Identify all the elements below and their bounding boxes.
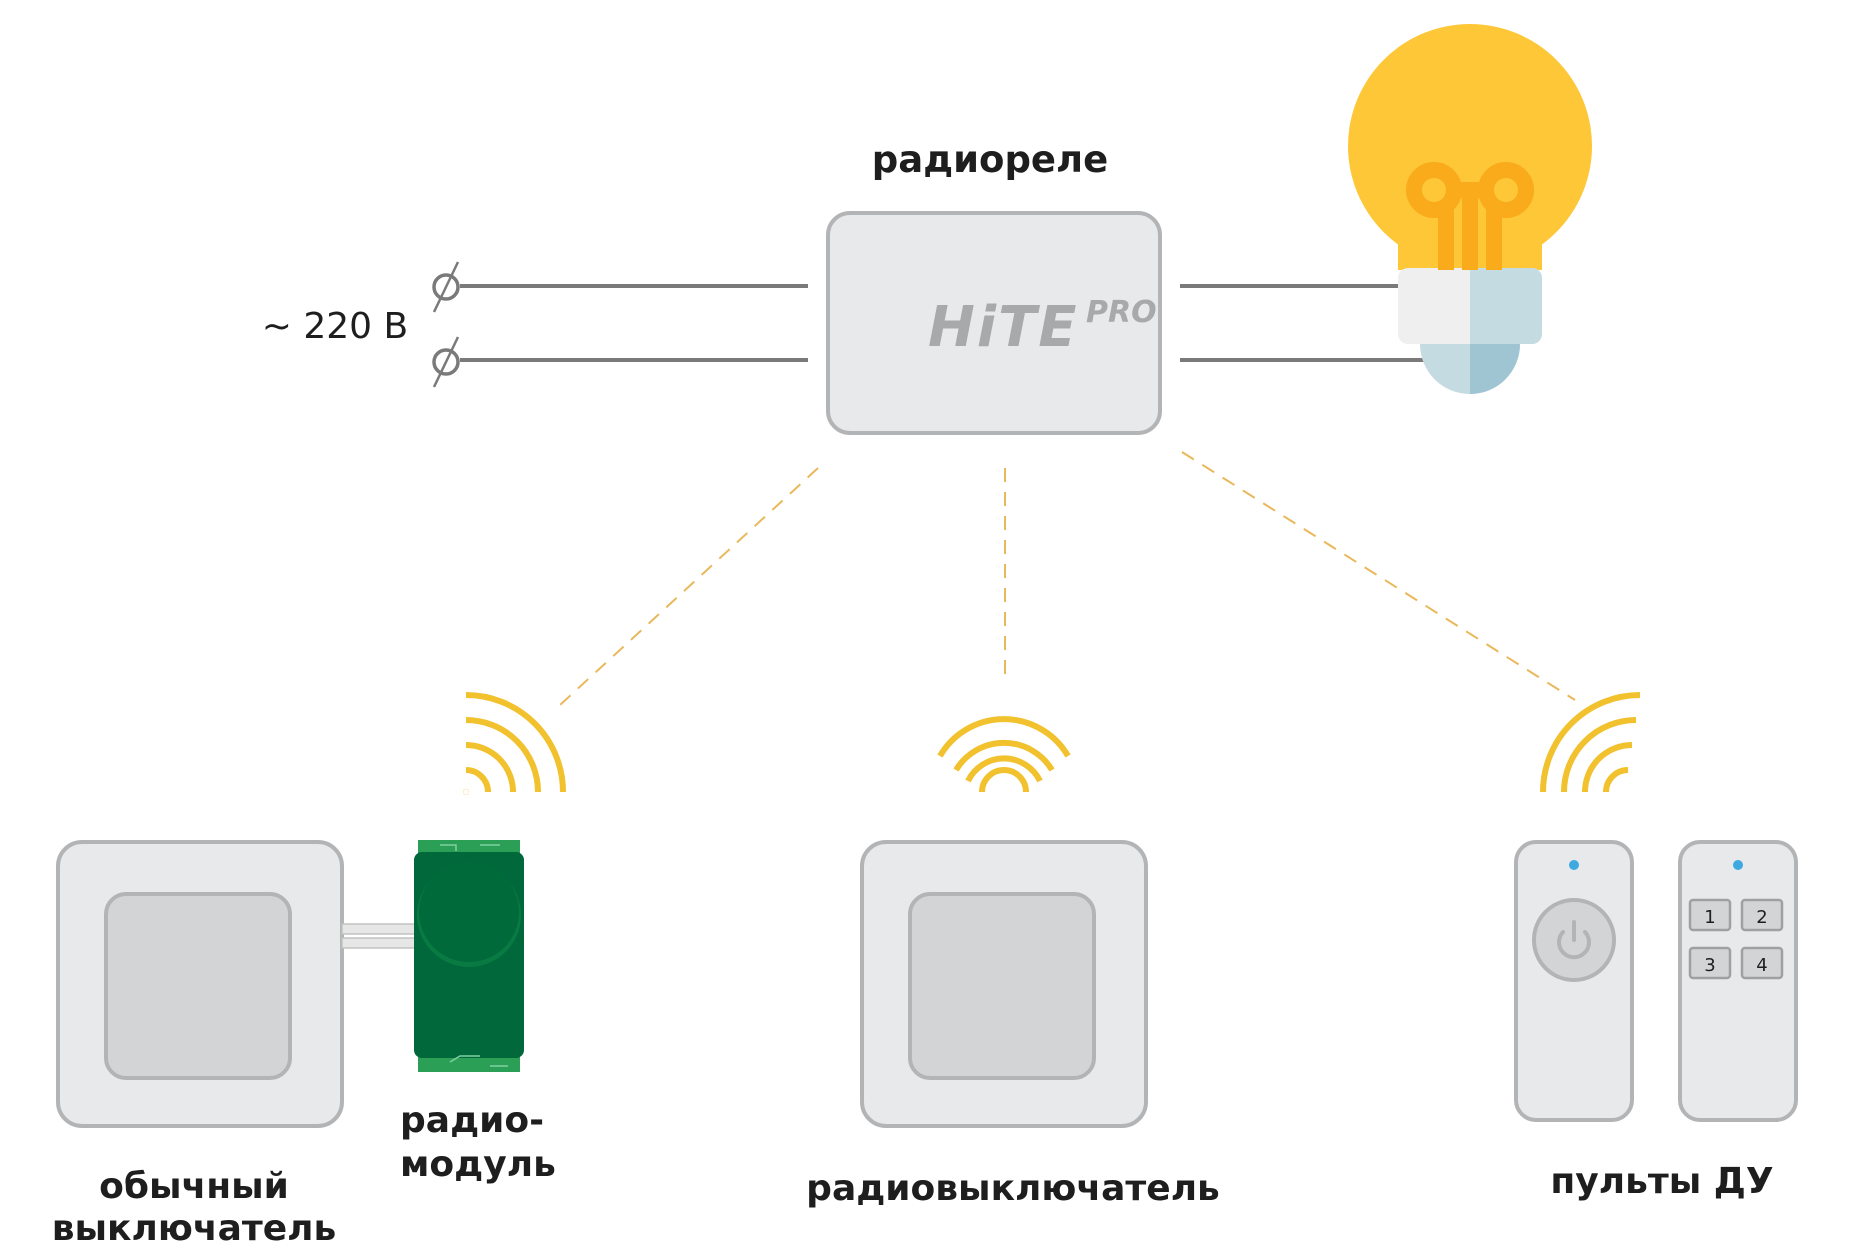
wireless-signal-icon bbox=[937, 716, 1071, 793]
remote-control-four-button: 1 2 3 4 bbox=[1678, 840, 1798, 1122]
power-icon bbox=[1557, 920, 1591, 960]
wireless-links bbox=[559, 451, 1576, 706]
remotes-label: пульты ДУ bbox=[1550, 1161, 1773, 1202]
remote-button-3: 3 bbox=[1704, 955, 1715, 976]
radio-switch-label: радиовыключатель bbox=[806, 1168, 1220, 1209]
terminal-icon bbox=[432, 336, 460, 388]
remote-button-1: 1 bbox=[1704, 907, 1715, 928]
radio-module-label-line1: радио- bbox=[400, 1100, 544, 1141]
remote-button-2: 2 bbox=[1756, 907, 1767, 928]
radio-relay: HiTE PRO bbox=[826, 211, 1162, 435]
relay-brand-logo: HiTE bbox=[928, 295, 1079, 360]
relay-title: радиореле bbox=[872, 138, 1108, 181]
output-wires bbox=[1180, 284, 1440, 362]
radio-module-label-line2: модуль bbox=[400, 1144, 556, 1185]
terminal-icon bbox=[432, 261, 460, 313]
radio-module bbox=[414, 840, 524, 1072]
relay-brand-suffix: PRO bbox=[1086, 295, 1157, 330]
regular-switch bbox=[56, 840, 344, 1128]
regular-switch-label-line2: выключатель bbox=[52, 1208, 337, 1241]
wireless-signal-icon bbox=[1540, 692, 1641, 793]
radio-switch bbox=[860, 840, 1148, 1128]
regular-switch-label-line1: обычный bbox=[99, 1166, 289, 1207]
remote-control-single bbox=[1514, 840, 1634, 1122]
remote-button-4: 4 bbox=[1756, 955, 1767, 976]
led-indicator bbox=[1569, 860, 1579, 870]
voltage-label: ~ 220 В bbox=[262, 306, 408, 347]
input-wires bbox=[460, 284, 808, 362]
wireless-signal-icon bbox=[462, 692, 566, 796]
light-bulb-icon bbox=[1348, 24, 1592, 394]
led-indicator bbox=[1733, 860, 1743, 870]
module-connector bbox=[341, 923, 421, 949]
